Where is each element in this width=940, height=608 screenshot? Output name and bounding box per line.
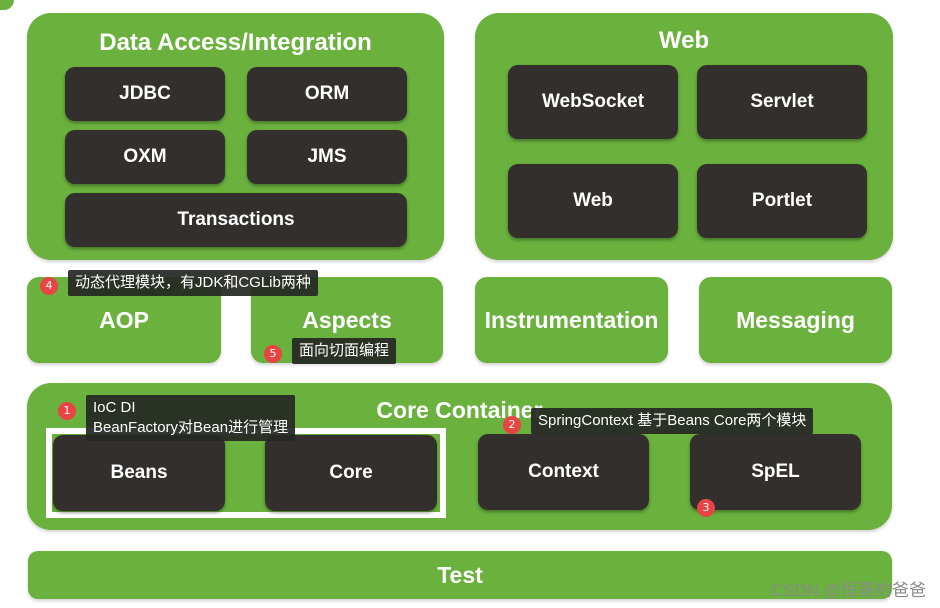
instrumentation-module[interactable]: Instrumentation	[475, 277, 668, 363]
annotation-4-line-1: 动态代理模块，有JDK和CGLib两种	[75, 274, 311, 291]
servlet-module[interactable]: Servlet	[697, 65, 867, 139]
annotation-badge-4[interactable]: 4	[40, 277, 58, 295]
corner-fragment	[0, 0, 14, 10]
orm-module[interactable]: ORM	[247, 67, 407, 121]
csdn-watermark: CSDN @恒哥的爸爸	[770, 581, 926, 600]
test-module[interactable]: Test	[28, 551, 892, 599]
annotation-note-1: IoC DI BeanFactory对Bean进行管理	[86, 395, 296, 441]
spel-module[interactable]: SpEL	[690, 434, 861, 510]
annotation-1-line-2: BeanFactory对Bean进行管理	[93, 419, 289, 436]
web-module[interactable]: Web	[508, 164, 678, 238]
annotation-badge-5[interactable]: 5	[264, 345, 282, 363]
annotation-note-4: 动态代理模块，有JDK和CGLib两种	[68, 270, 318, 296]
transactions-module[interactable]: Transactions	[65, 193, 407, 247]
annotation-badge-3[interactable]: 3	[697, 499, 715, 517]
annotation-badge-2[interactable]: 2	[503, 416, 521, 434]
web-title: Web	[658, 27, 710, 54]
annotation-1-line-1: IoC DI	[93, 399, 136, 416]
data-access-title: Data Access/Integration	[99, 29, 372, 56]
jdbc-module[interactable]: JDBC	[65, 67, 225, 121]
annotation-2-line-1: SpringContext 基于Beans Core两个模块	[538, 412, 807, 429]
annotation-note-2: SpringContext 基于Beans Core两个模块	[531, 408, 814, 434]
annotation-note-5: 面向切面编程	[292, 338, 397, 364]
core-module[interactable]: Core	[265, 435, 437, 511]
web-group: Web WebSocket Servlet Web Portlet	[475, 13, 893, 260]
portlet-module[interactable]: Portlet	[697, 164, 867, 238]
messaging-module[interactable]: Messaging	[699, 277, 892, 363]
context-module[interactable]: Context	[478, 434, 649, 510]
websocket-module[interactable]: WebSocket	[508, 65, 678, 139]
beans-module[interactable]: Beans	[53, 435, 225, 511]
annotation-5-line-1: 面向切面编程	[299, 342, 390, 359]
jms-module[interactable]: JMS	[247, 130, 407, 184]
data-access-integration-group: Data Access/Integration JDBC ORM OXM JMS…	[27, 13, 444, 260]
annotation-badge-1[interactable]: 1	[58, 402, 76, 420]
oxm-module[interactable]: OXM	[65, 130, 225, 184]
